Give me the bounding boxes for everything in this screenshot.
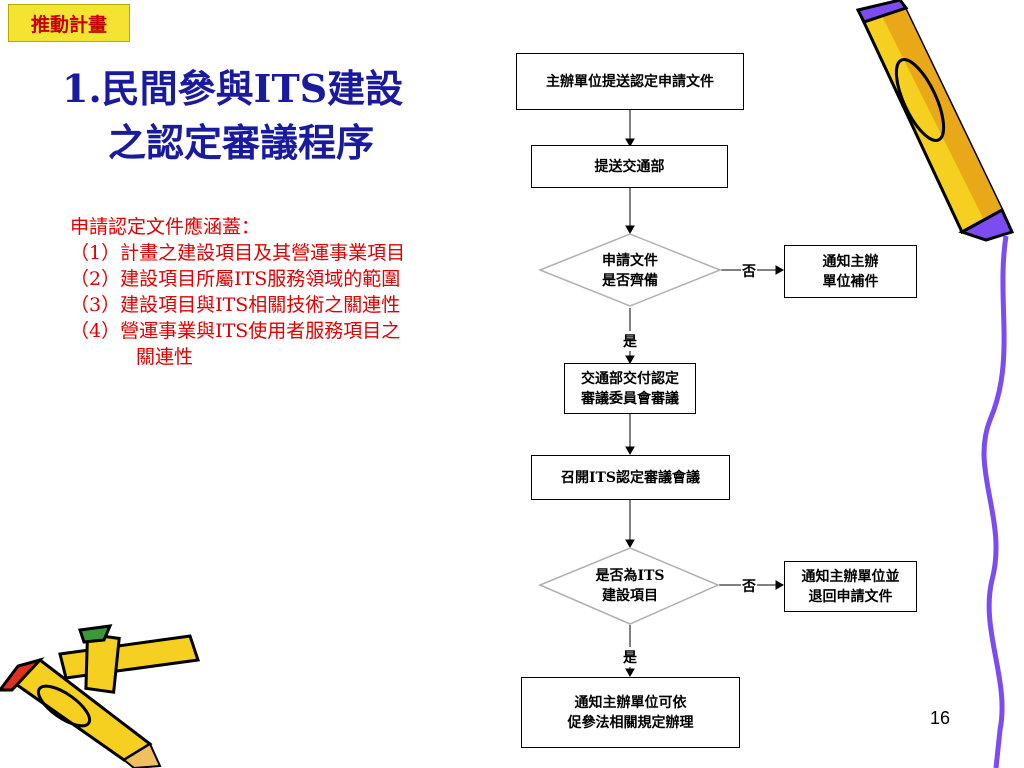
requirement-item: （1）計畫之建設項目及其營運事業項目	[70, 242, 406, 264]
requirement-item: （3）建設項目與ITS相關技術之關連性	[70, 294, 401, 316]
flow-step-committee: 交通部交付認定 審議委員會審議	[564, 363, 696, 414]
flow-step-meeting: 召開ITS認定審議會議	[531, 455, 730, 500]
flow-final-notify: 通知主辦單位可依 促參法相關規定辦理	[521, 677, 740, 748]
title-line2: 之認定審議程序	[108, 120, 375, 165]
requirements-heading: 申請認定文件應涵蓋：	[70, 216, 261, 238]
final-line1: 通知主辦單位可依	[574, 694, 687, 711]
flow-notify-return: 通知主辦單位並 退回申請文件	[784, 561, 917, 612]
flow-step-submit: 主辦單位提送認定申請文件	[516, 53, 744, 110]
decision-docs-line1: 申請文件	[602, 253, 658, 269]
committee-line2: 審議委員會審議	[581, 390, 679, 407]
requirement-item-continuation: 關連性	[136, 346, 194, 368]
decision-docs-line2: 是否齊備	[602, 273, 658, 289]
notify-return-line1: 通知主辦單位並	[801, 568, 900, 585]
no-label: 否	[741, 576, 757, 596]
page-number: 16	[930, 708, 951, 728]
decision-is-its: 是否為ITS 建設項目	[570, 566, 690, 606]
decision-diamond	[538, 547, 720, 625]
flow-step-transport-label: 提送交通部	[594, 158, 665, 175]
section-tag: 推動計畫	[8, 4, 130, 42]
flow-notify-supplement: 通知主辦 單位補件	[784, 245, 917, 298]
title-line1: 1.民間參與ITS建設	[62, 66, 404, 111]
flow-connectors	[625, 110, 785, 678]
decision-docs-complete: 申請文件 是否齊備	[570, 251, 690, 291]
decision-its-line2: 建設項目	[602, 588, 658, 604]
squiggle-line	[981, 235, 1009, 768]
requirement-item: （4）營運事業與ITS使用者服務項目之	[70, 320, 401, 342]
decision-diamond	[537, 233, 723, 307]
pencil-icon	[0, 624, 200, 768]
requirement-item: （2）建設項目所屬ITS服務領域的範圍	[70, 268, 401, 290]
notify-supplement-line2: 單位補件	[822, 273, 879, 290]
notify-supplement-line1: 通知主辦	[822, 253, 879, 270]
page-title: 1.民間參與ITS建設 之認定審議程序	[62, 62, 403, 170]
notify-return-line2: 退回申請文件	[808, 588, 893, 605]
meeting-label: 召開ITS認定審議會議	[560, 469, 701, 486]
final-line2: 促參法相關規定辦理	[567, 714, 694, 731]
requirements-list: 申請認定文件應涵蓋： （1）計畫之建設項目及其營運事業項目 （2）建設項目所屬I…	[70, 214, 405, 370]
yes-label: 是	[622, 331, 638, 351]
pencil-icon	[855, 0, 1015, 242]
flow-step-transport: 提送交通部	[531, 145, 728, 188]
committee-line1: 交通部交付認定	[581, 370, 679, 387]
yes-label: 是	[622, 647, 638, 667]
decision-its-line1: 是否為ITS	[595, 568, 665, 584]
no-label: 否	[741, 261, 757, 281]
flow-step-submit-label: 主辦單位提送認定申請文件	[546, 73, 714, 90]
